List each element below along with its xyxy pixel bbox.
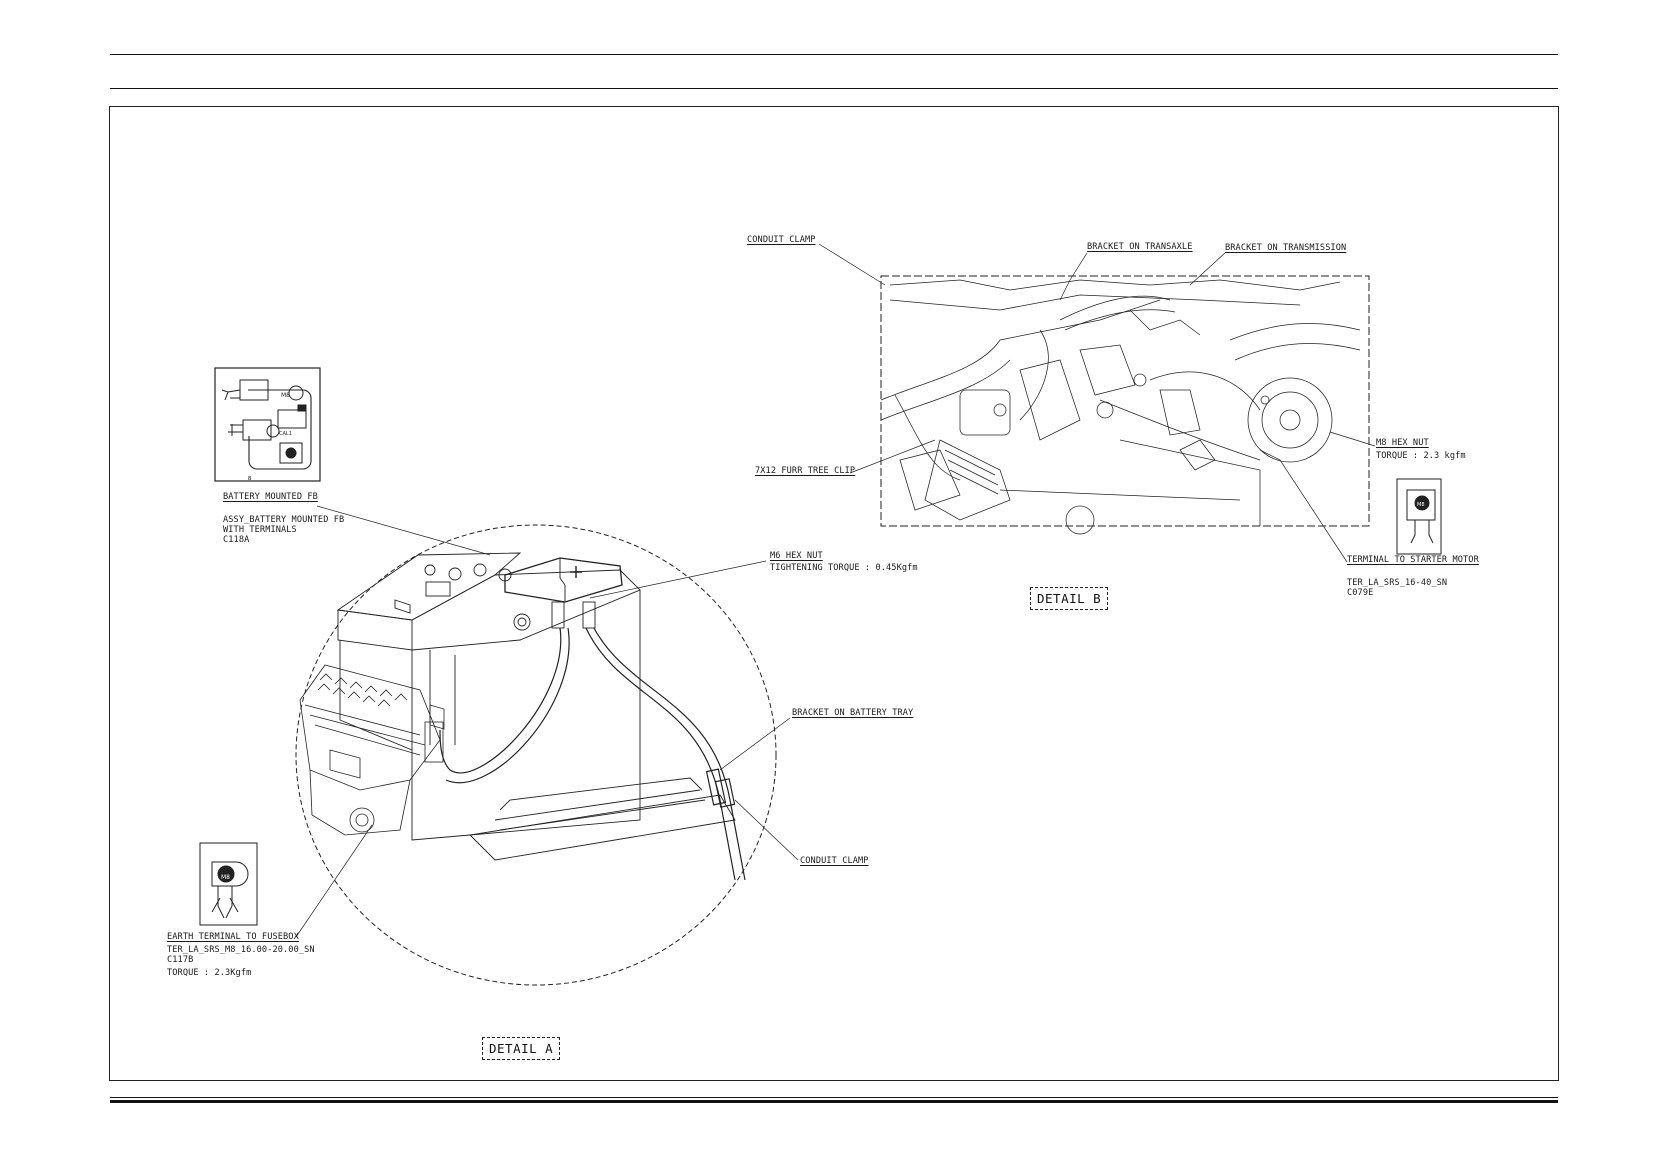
fusebox-inset-diagram	[214, 367, 321, 482]
header-rule-top	[110, 54, 1558, 56]
leader-lines	[295, 243, 1376, 938]
fusebox-inset-m8: M8	[281, 392, 290, 399]
fusebox-inset-cal: CAL1	[279, 431, 292, 437]
header-rule-bottom	[110, 88, 1558, 90]
callout-conduit-clamp-b: CONDUIT CLAMP	[747, 235, 816, 245]
callout-conduit-clamp-a: CONDUIT CLAMP	[800, 856, 869, 866]
callout-battery-mounted-fb: BATTERY MOUNTED FB	[223, 492, 318, 502]
callout-earth-torque: TORQUE : 2.3Kgfm	[167, 968, 252, 978]
detail-a-circle	[295, 524, 777, 986]
callout-furr-tree-clip: 7X12 FURR TREE CLIP	[755, 466, 856, 476]
callout-m8-hex-nut: M8 HEX NUT	[1376, 438, 1429, 448]
callout-m6-hex-nut: M6 HEX NUT	[770, 551, 823, 561]
callout-terminal-to-starter: TERMINAL TO STARTER MOTOR	[1347, 555, 1479, 565]
callout-assy-line1: ASSY_BATTERY MOUNTED FB	[223, 515, 345, 525]
battery-assembly	[336, 552, 736, 861]
callout-starter-code: C079E	[1347, 588, 1374, 598]
fusebox-relay-block	[299, 664, 445, 836]
callout-bracket-on-transmission: BRACKET ON TRANSMISSION	[1225, 243, 1347, 253]
callout-bracket-on-transaxle: BRACKET ON TRANSAXLE	[1087, 242, 1193, 252]
footer-rule-thin	[110, 1097, 1558, 1098]
starter-terminal-icon	[1396, 478, 1442, 555]
detail-b-badge: DETAIL B	[1030, 587, 1109, 610]
callout-earth-code: C117B	[167, 955, 194, 965]
callout-tightening-torque: TIGHTENING TORQUE : 0.45Kgfm	[770, 563, 918, 573]
drawing-frame	[109, 106, 1559, 1081]
engine-assembly	[880, 279, 1361, 535]
battery-cable-harness	[439, 627, 746, 881]
callout-assy-line3: C118A	[223, 535, 250, 545]
callout-assy-line2: WITH TERMINALS	[223, 525, 297, 535]
detail-b-frame	[880, 275, 1370, 527]
earth-terminal-icon-m8: M8	[221, 874, 230, 881]
starter-terminal-icon-m8: M8	[1417, 502, 1425, 508]
callout-m8-torque: TORQUE : 2.3 kgfm	[1376, 451, 1466, 461]
callout-earth-part: TER_LA_SRS_M8_16.00-20.00_SN	[167, 945, 315, 955]
footer-rule-thick	[110, 1100, 1558, 1103]
fusebox-inset-b: B	[248, 476, 252, 482]
callout-starter-part: TER_LA_SRS_16-40_SN	[1347, 578, 1448, 588]
detail-a-badge: DETAIL A	[482, 1037, 561, 1060]
earth-terminal-icon	[199, 842, 258, 926]
callout-bracket-on-battery-tray: BRACKET ON BATTERY TRAY	[792, 708, 914, 718]
callout-earth-terminal: EARTH TERMINAL TO FUSEBOX	[167, 932, 299, 942]
